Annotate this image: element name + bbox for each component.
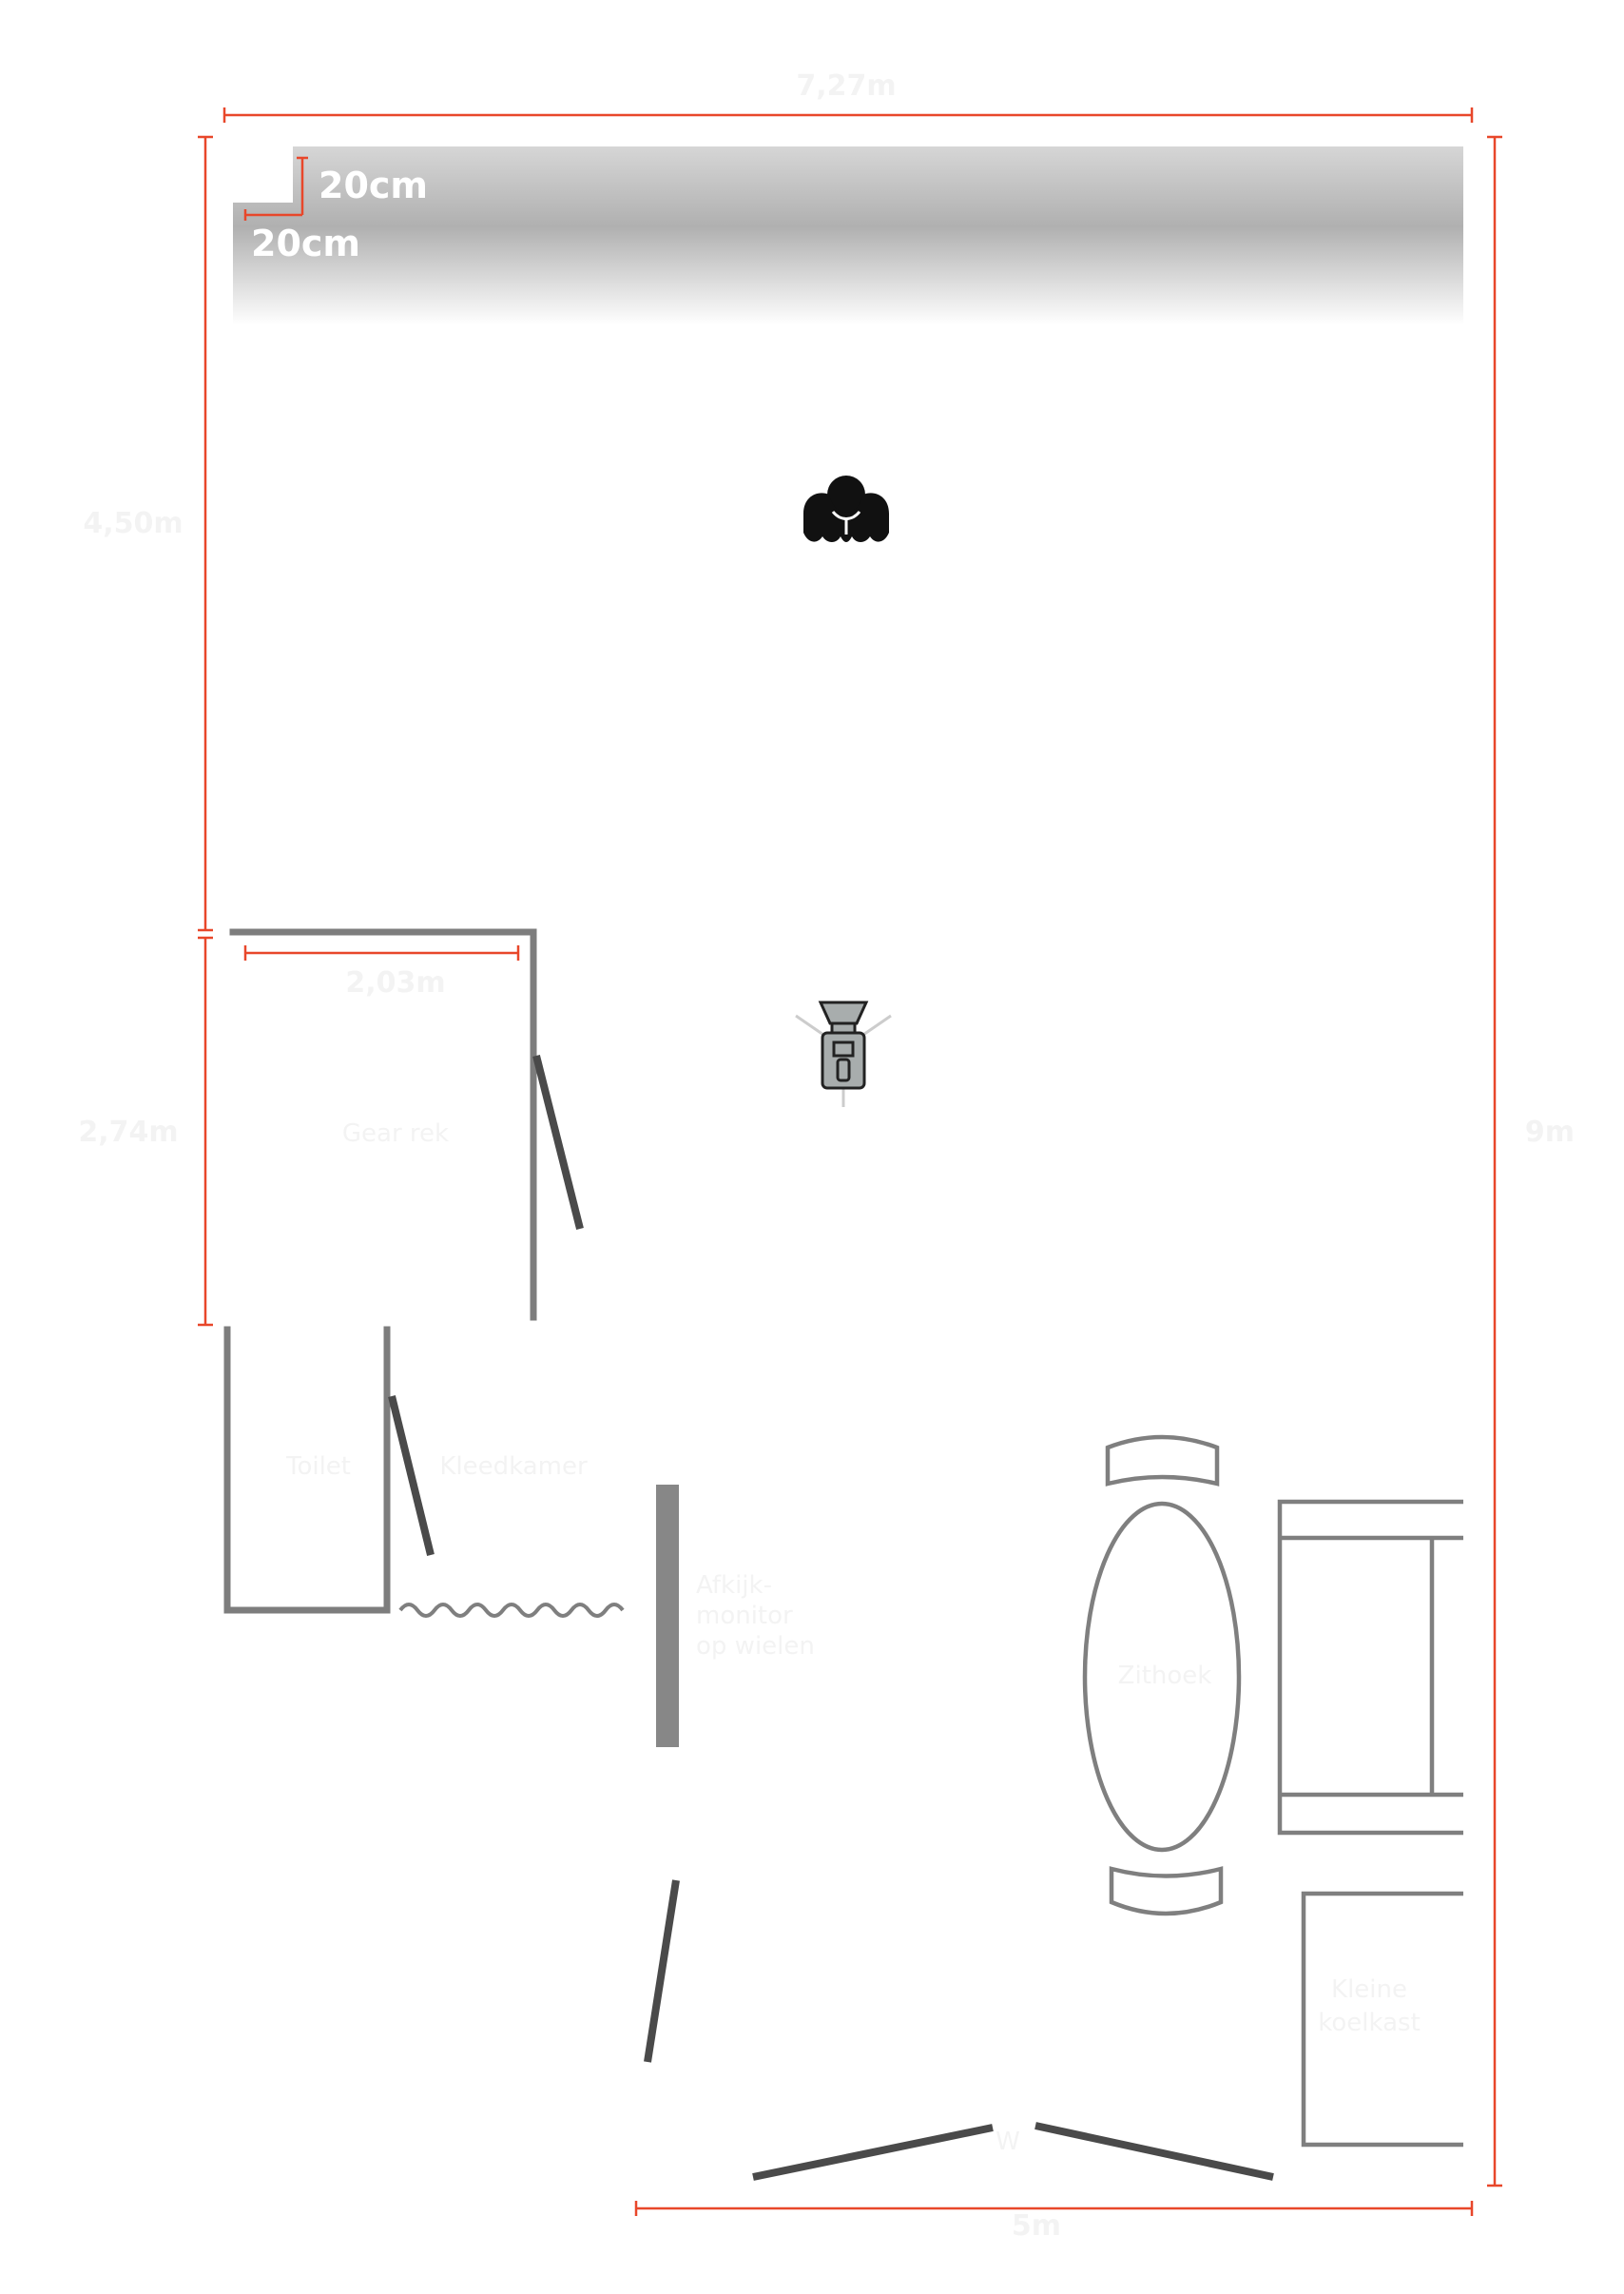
seating-area: Zithoek: [1082, 1434, 1463, 1916]
camera-icon: [795, 1001, 892, 1107]
bottom-width-label: 5m: [1012, 2209, 1061, 2243]
curtain: [398, 1603, 625, 1618]
monitor-label-3: op wielen: [696, 1632, 815, 1661]
left-lower-height-label: 2,74m: [78, 1116, 178, 1149]
fridge-label-2: koelkast: [1318, 2009, 1421, 2037]
backdrop-depth-label-1: 20cm: [319, 165, 428, 206]
left-upper-height-label: 4,50m: [83, 507, 183, 540]
top-width-label: 7,27m: [796, 69, 896, 103]
gear-room-door: [532, 1055, 584, 1230]
toilet-label: Toilet: [285, 1452, 351, 1481]
sofa: [1277, 1499, 1463, 1836]
toilet-door: [388, 1395, 435, 1556]
gear-rack-room: 2,03m Gear rek: [229, 928, 584, 1321]
monitor-on-wheels: Afkijk- monitor op wielen: [656, 1485, 815, 1747]
monitor-label-1: Afkijk-: [696, 1571, 772, 1600]
backdrop-depth-label-2: 20cm: [251, 223, 360, 264]
seating-label: Zithoek: [1118, 1662, 1212, 1690]
room-width-label: 2,03m: [345, 966, 445, 1000]
chair-top: [1105, 1434, 1220, 1487]
bottom-door-right: [1034, 2122, 1274, 2181]
monitor-label-2: monitor: [696, 1602, 793, 1630]
entrance-door-left: [644, 1879, 680, 2063]
dimension-left-upper: 4,50m: [83, 135, 213, 932]
dimension-top: 7,27m: [222, 69, 1474, 123]
dressing-room-label: Kleedkamer: [439, 1452, 588, 1481]
right-height-label: 9m: [1525, 1116, 1575, 1149]
toilet-room: Toilet Kleedkamer: [223, 1326, 588, 1614]
fridge-label-1: Kleine: [1331, 1975, 1407, 2004]
table: [1082, 1501, 1242, 1853]
person-icon: [803, 476, 889, 542]
bottom-door-left: [752, 2124, 994, 2181]
dimension-right: 9m: [1487, 135, 1575, 2187]
door-mark: W: [996, 2128, 1020, 2156]
small-fridge: Kleine koelkast: [1301, 1891, 1463, 2148]
backdrop-cyclorama: 20cm 20cm: [233, 146, 1463, 325]
dimension-left-lower: 2,74m: [78, 936, 213, 1327]
dimension-bottom: 5m: [634, 2201, 1474, 2243]
gear-rack-label: Gear rek: [342, 1119, 449, 1148]
chair-bottom: [1109, 1866, 1224, 1916]
